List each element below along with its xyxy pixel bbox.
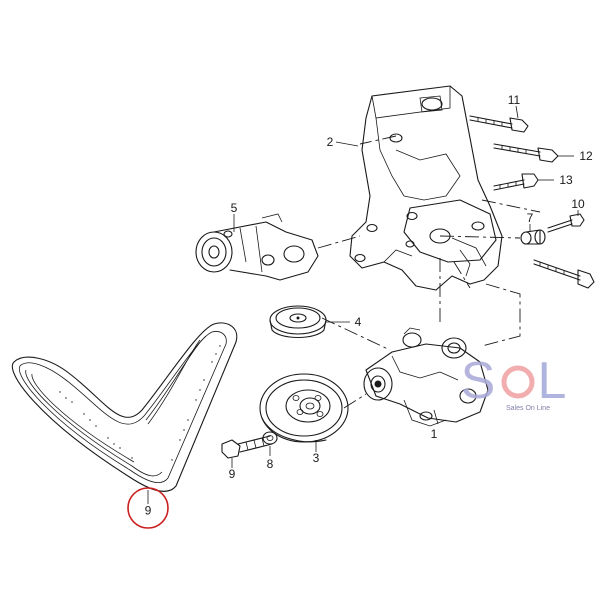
- long-bolt: [533, 259, 595, 289]
- callout-5: 5: [231, 201, 238, 215]
- bolt-11: [469, 115, 529, 133]
- callout-numbers: 1 2 3 4 5 7 8 9 10 11 12 13: [229, 93, 593, 481]
- callout-13: 13: [559, 173, 573, 187]
- idler-pulley: [269, 305, 327, 339]
- sol-watermark: S L Sales On Line: [461, 352, 567, 412]
- leader-lines: [147, 105, 579, 504]
- callout-10: 10: [571, 197, 585, 211]
- callout-4: 4: [355, 315, 362, 329]
- bolt-10: [547, 213, 585, 233]
- belt-tensioner: [195, 213, 319, 281]
- callout-8: 8: [267, 457, 274, 471]
- highlight-circle: [127, 487, 169, 529]
- watermark-letter-s: S: [461, 352, 496, 410]
- washer-8: [262, 431, 278, 445]
- mounting-bracket: [349, 85, 503, 291]
- callout-2: 2: [327, 135, 334, 149]
- watermark-letter-o: [501, 365, 535, 399]
- bolt-13: [493, 173, 539, 191]
- highlighted-callout-6: 6: [127, 487, 169, 529]
- spacer-7: [520, 229, 546, 245]
- assembly-centerlines: [317, 135, 541, 409]
- callout-6: 6: [144, 503, 151, 517]
- bolt-9: [221, 435, 273, 459]
- callout-3: 3: [313, 451, 320, 465]
- pump-pulley: [259, 373, 349, 443]
- callout-9: 9: [229, 467, 236, 481]
- callout-12: 12: [579, 149, 593, 163]
- watermark-tagline: Sales On Line: [506, 405, 550, 412]
- drive-belt: [11, 322, 238, 492]
- callout-11: 11: [508, 93, 521, 107]
- bolt-12: [493, 143, 559, 163]
- belt-texture: [59, 345, 221, 461]
- callout-7: 7: [527, 211, 534, 225]
- watermark-letter-l: L: [538, 352, 567, 410]
- callout-1: 1: [431, 427, 438, 441]
